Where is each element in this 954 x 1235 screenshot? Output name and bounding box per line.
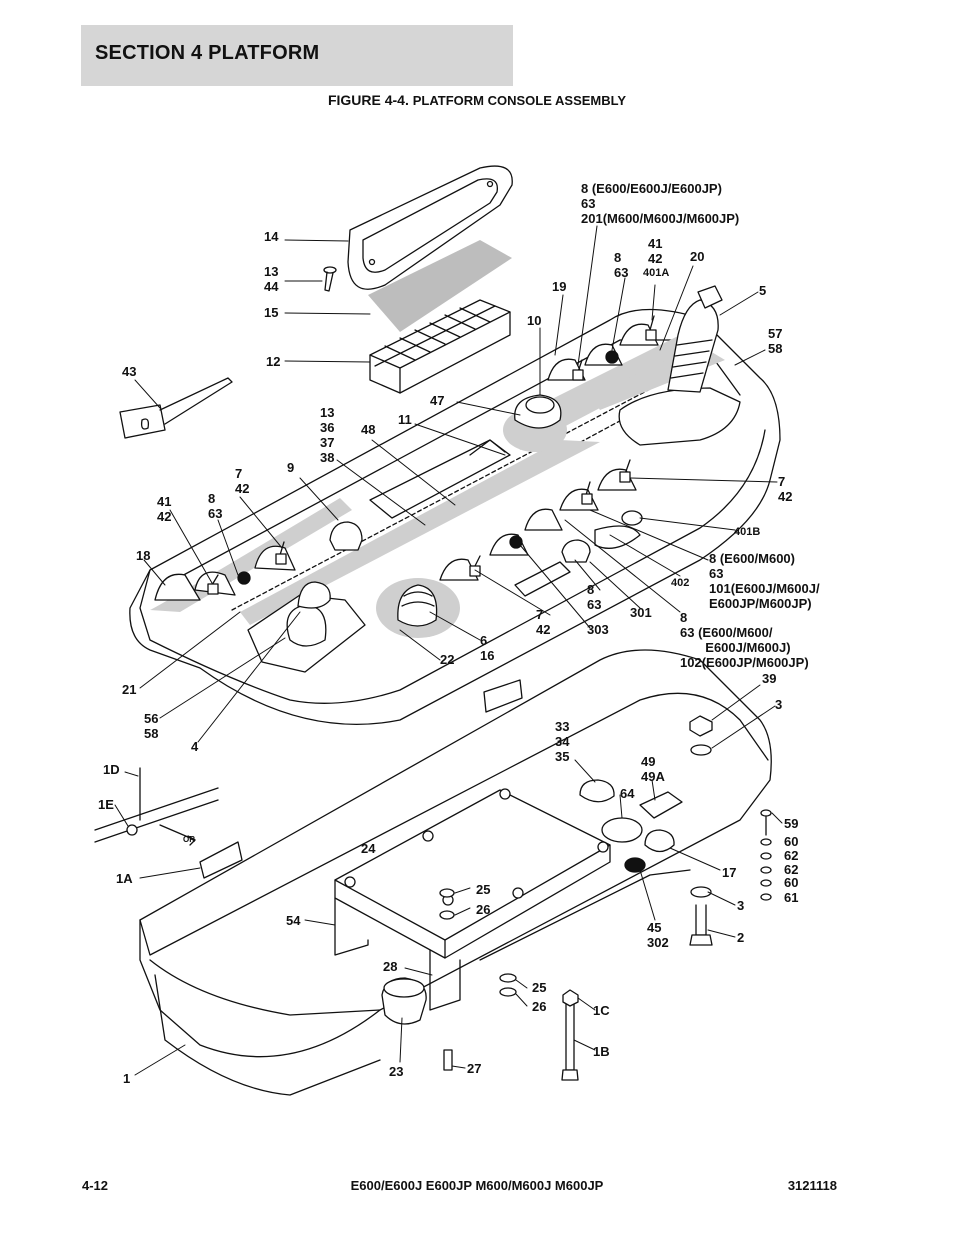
callout-39: 39 — [762, 671, 777, 686]
callout-45-302: 45 302 — [647, 920, 669, 950]
callout-49-49a: 49 49A — [641, 754, 665, 784]
callout-48: 48 — [361, 422, 376, 437]
figure-number: FIGURE 4-4. — [327, 92, 409, 108]
callout-1d: 1D — [103, 762, 120, 777]
callout-15: 15 — [264, 305, 279, 320]
callout-26a: 26 — [476, 902, 491, 917]
callout-8-63-102: 8 63 (E600/M600/ E600J/M600J) 102(E600JP… — [680, 610, 809, 670]
callout-28: 28 — [383, 959, 398, 974]
callout-10: 10 — [527, 313, 542, 328]
callout-19: 19 — [552, 279, 567, 294]
callout-5: 5 — [759, 283, 767, 298]
bolt-stack — [689, 715, 713, 946]
keypad — [369, 299, 511, 394]
long-bolt — [561, 989, 579, 1081]
callout-303: 303 — [587, 622, 609, 637]
callout-26b: 26 — [532, 999, 547, 1014]
console-housing — [129, 285, 781, 725]
callout-22: 22 — [440, 652, 455, 667]
callout-402: 402 — [671, 577, 690, 589]
callout-3-top: 3 — [775, 697, 783, 712]
callout-13-44: 13 44 — [264, 264, 279, 294]
callout-20: 20 — [690, 249, 705, 264]
document-number: 3121118 — [787, 1178, 837, 1193]
callout-401b: 401B — [734, 526, 761, 538]
callout-57-58: 57 58 — [768, 326, 783, 356]
callout-8-63-101: 8 (E600/M600) 63 101(E600J/M600J/ E600JP… — [709, 551, 820, 611]
cover-frame — [347, 165, 513, 290]
callout-8-63-201: 8 (E600/E600J/E600JP) 63 201(M600/M600J/… — [581, 181, 740, 226]
callout-17: 17 — [722, 865, 737, 880]
callout-14: 14 — [264, 229, 279, 244]
callout-33-34-35: 33 34 35 — [555, 719, 570, 764]
callout-41-42-top: 41 42 — [648, 236, 663, 266]
callout-60b: 60 — [784, 875, 799, 890]
callout-or: OR — [183, 835, 195, 844]
callout-1a: 1A — [116, 871, 133, 886]
callout-301: 301 — [630, 605, 652, 620]
callout-18: 18 — [136, 548, 151, 563]
callout-7-42-left: 7 42 — [235, 466, 250, 496]
callout-4: 4 — [191, 739, 199, 754]
leader-lines — [114, 225, 783, 1076]
model-list: E600/E600J E600JP M600/M600J M600JP — [350, 1178, 604, 1193]
callout-12: 12 — [266, 354, 281, 369]
figure-caption: PLATFORM CONSOLE ASSEMBLY — [412, 93, 627, 108]
callout-43: 43 — [122, 364, 137, 379]
callout-59: 59 — [784, 816, 799, 831]
callout-8-63-left: 8 63 — [208, 491, 223, 521]
callout-60a: 60 — [784, 834, 799, 849]
screw-13 — [323, 266, 337, 292]
callout-62b: 62 — [784, 862, 799, 877]
section-banner: SECTION 4 PLATFORM — [81, 25, 513, 86]
callout-1e: 1E — [98, 797, 114, 812]
callout-27: 27 — [467, 1061, 482, 1076]
callout-8-63-top: 8 63 — [614, 250, 629, 280]
callout-401a: 401A — [643, 267, 670, 279]
callout-1b: 1B — [593, 1044, 610, 1059]
callout-62a: 62 — [784, 848, 799, 863]
callout-11: 11 — [398, 412, 412, 427]
hardware-stack — [760, 809, 772, 901]
callout-1: 1 — [123, 1071, 131, 1086]
callout-7-42-mid: 7 42 — [536, 607, 551, 637]
callout-61: 61 — [784, 890, 799, 905]
callout-25b: 25 — [532, 980, 547, 995]
callout-6-16: 6 16 — [480, 633, 495, 663]
callout-7-42-right: 7 42 — [778, 474, 793, 504]
callout-2: 2 — [737, 930, 745, 945]
callout-64: 64 — [620, 786, 635, 801]
screw-27 — [443, 1049, 453, 1071]
callout-25a: 25 — [476, 882, 491, 897]
callout-3-bottom: 3 — [737, 898, 745, 913]
callout-41-42-left: 41 42 — [157, 494, 172, 524]
callout-13-36-37-38: 13 36 37 38 — [320, 405, 335, 465]
callout-8-63-mid: 8 63 — [587, 582, 602, 612]
callout-21: 21 — [122, 682, 137, 697]
tie-strap — [119, 377, 233, 439]
figure-title: FIGURE 4-4. PLATFORM CONSOLE ASSEMBLY — [0, 92, 954, 108]
decal-sheet — [368, 240, 512, 332]
callout-23: 23 — [389, 1064, 404, 1079]
page-number: 4-12 — [82, 1178, 109, 1193]
hinge-top — [483, 679, 523, 713]
callout-56-58: 56 58 — [144, 711, 159, 741]
lower-box — [94, 649, 772, 1096]
callout-1c: 1C — [593, 1003, 610, 1018]
callout-9: 9 — [287, 460, 295, 475]
section-title: SECTION 4 PLATFORM — [95, 42, 320, 64]
callout-54: 54 — [286, 913, 301, 928]
callout-24: 24 — [361, 841, 376, 856]
callout-47: 47 — [430, 393, 445, 408]
